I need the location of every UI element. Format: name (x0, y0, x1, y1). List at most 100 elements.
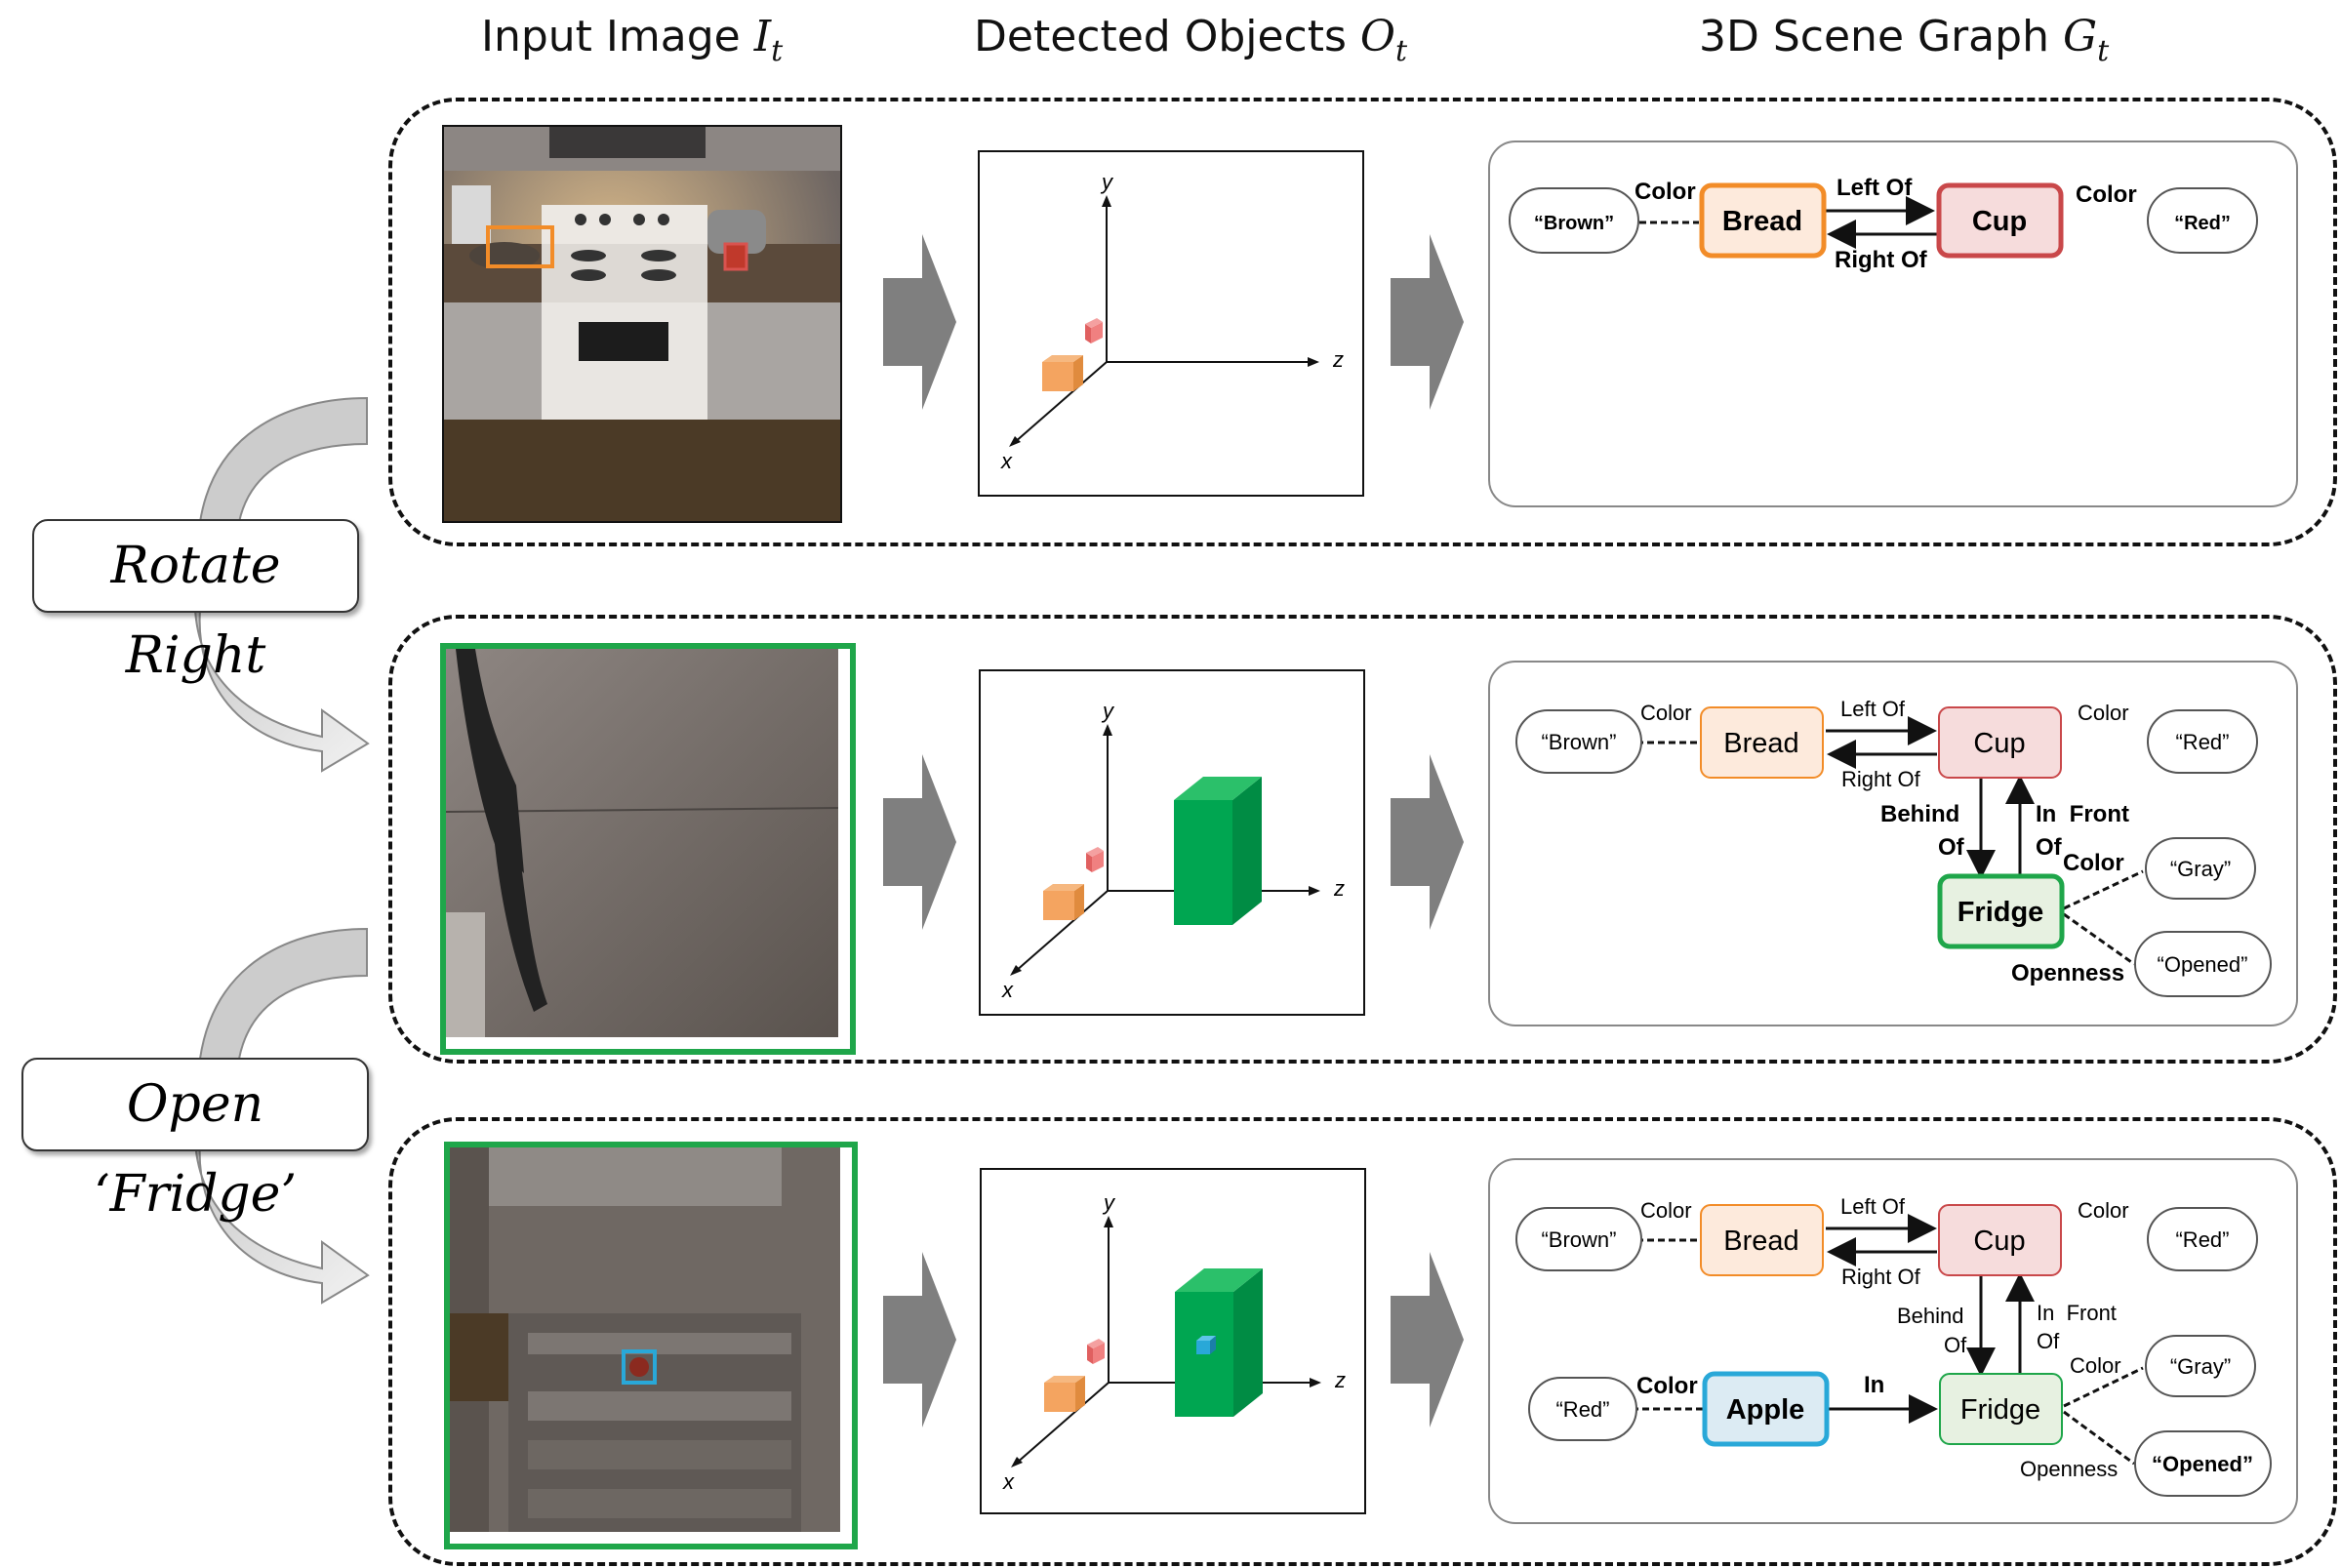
input-image-1 (442, 125, 842, 523)
axes-plot-3: y z x (1002, 1190, 1346, 1494)
step-panel-2 (388, 615, 2337, 1064)
node-opened: “Opened” (2158, 952, 2248, 977)
axis-label-y: y (1101, 699, 1115, 723)
node-bread: Bread (1722, 206, 1802, 237)
header-detected-objects: Detected Objects Ot (974, 12, 1408, 68)
flow-arrow-1b (1391, 234, 1464, 410)
axis-label-z: z (1333, 876, 1345, 901)
edge-color-fridge: Color (2070, 1353, 2121, 1378)
flow-arrow-3b (1391, 1252, 1464, 1427)
detected-objects-3: y z x (980, 1168, 1366, 1514)
node-bread: Bread (1723, 1226, 1798, 1257)
axis-label-z: z (1334, 1368, 1346, 1392)
node-cup: Cup (1973, 728, 2025, 759)
axis-label-z: z (1332, 347, 1344, 372)
edge-right-of: Right Of (1835, 247, 1928, 273)
node-gray: “Gray” (2170, 1354, 2231, 1379)
node-brown: “Brown” (1541, 730, 1616, 754)
edge-in-front-of: Of (2037, 1329, 2060, 1353)
bread-bbox (486, 225, 554, 268)
edge-in-front: In Front (2036, 801, 2129, 827)
node-apple: Apple (1726, 1394, 1805, 1426)
edge-behind-of: Of (1944, 1333, 1967, 1357)
apple-bbox (622, 1349, 657, 1385)
edge-in-front: In Front (2037, 1301, 2117, 1325)
edge-color-right: Color (2078, 1198, 2129, 1223)
edge-color-right: Color (2078, 701, 2129, 725)
scene-graph-2: “Brown” Bread Cup “Red” Fridge “Gray” “O… (1488, 661, 2298, 1026)
flow-arrow-2b (1391, 754, 1464, 930)
edge-openness: Openness (2011, 960, 2124, 986)
node-red: “Red” (2175, 1227, 2229, 1252)
apple-cube (1196, 1336, 1216, 1354)
node-red-apple: “Red” (1555, 1397, 1609, 1422)
bread-cube (1044, 1376, 1085, 1412)
cup-cube (1087, 1339, 1105, 1364)
edge-left-of: Left Of (1836, 175, 1913, 201)
input-image-2 (440, 643, 856, 1055)
node-cup: Cup (1972, 206, 2027, 237)
edge-right-of: Right Of (1841, 767, 1921, 791)
node-brown: “Brown” (1534, 213, 1614, 234)
axes-plot-2: y z x (1001, 699, 1345, 1002)
edge-color-left: Color (1640, 1198, 1692, 1223)
flow-arrow-1a (883, 234, 956, 410)
scene-graph-1-canvas: “Brown” Bread Cup “Red” Color Left Of Ri… (1509, 175, 2258, 273)
step-panel-3 (388, 1117, 2337, 1566)
axis-label-y: y (1100, 170, 1114, 194)
curved-arrow-out-2 (193, 1141, 370, 1305)
edge-left-of: Left Of (1840, 1194, 1906, 1219)
edge-left-of: Left Of (1840, 697, 1906, 721)
edge-color-apple: Color (1636, 1373, 1698, 1399)
node-fridge: Fridge (1958, 897, 2044, 928)
edge-color-fridge: Color (2063, 850, 2124, 876)
bread-cube (1043, 884, 1084, 920)
edge-behind: Behind (1880, 801, 1959, 827)
cup-bbox (723, 242, 748, 271)
edge-color-right: Color (2076, 181, 2137, 208)
header-scene-graph: 3D Scene Graph Gt (1699, 12, 2110, 68)
node-red: “Red” (2174, 213, 2231, 234)
cup-cube (1086, 847, 1104, 872)
closed-fridge-photo (446, 649, 839, 1037)
edge-openness: Openness (2020, 1457, 2118, 1481)
node-red: “Red” (2175, 730, 2229, 754)
axis-label-x: x (1000, 449, 1013, 473)
axis-label-x: x (1002, 1469, 1015, 1494)
cup-cube (1085, 318, 1103, 343)
edge-color-left: Color (1635, 179, 1696, 205)
scene-graph-1: “Brown” Bread Cup “Red” Color Left Of Ri… (1488, 141, 2298, 507)
node-opened: “Opened” (2152, 1452, 2253, 1476)
axis-label-y: y (1102, 1190, 1116, 1215)
flow-arrow-2a (883, 754, 956, 930)
flow-arrow-3a (883, 1252, 956, 1427)
axis-label-x: x (1001, 978, 1014, 1002)
edge-behind: Behind (1897, 1304, 1964, 1328)
node-gray: “Gray” (2170, 857, 2231, 881)
detected-objects-1: y z x (978, 150, 1364, 497)
fridge-cube (1174, 777, 1262, 925)
curved-arrow-out-1 (193, 609, 370, 773)
edge-right-of: Right Of (1841, 1265, 1921, 1289)
open-fridge-photo (450, 1147, 840, 1532)
node-cup: Cup (1973, 1226, 2025, 1257)
scene-graph-3: “Brown” Bread Cup “Red” Fridge “Gray” “O… (1488, 1158, 2298, 1524)
bread-cube (1042, 355, 1083, 391)
kitchen-stove-photo (444, 127, 840, 521)
input-image-3 (444, 1142, 858, 1549)
detected-objects-2: y z x (979, 669, 1365, 1016)
axes-plot-1: y z x (1000, 170, 1344, 473)
edge-behind-of: Of (1938, 834, 1965, 861)
action-open-fridge: Open ‘Fridge’ (21, 1058, 369, 1224)
scene-graph-3-canvas: “Brown” Bread Cup “Red” Fridge “Gray” “O… (1515, 1194, 2272, 1497)
header-input-image: Input Image It (481, 12, 784, 68)
edge-in-front-of: Of (2036, 834, 2063, 861)
node-fridge: Fridge (1960, 1394, 2040, 1426)
node-bread: Bread (1723, 728, 1798, 759)
node-brown: “Brown” (1541, 1227, 1616, 1252)
scene-graph-2-canvas: “Brown” Bread Cup “Red” Fridge “Gray” “O… (1515, 697, 2272, 997)
step-panel-1 (388, 98, 2337, 546)
edge-color-left: Color (1640, 701, 1692, 725)
